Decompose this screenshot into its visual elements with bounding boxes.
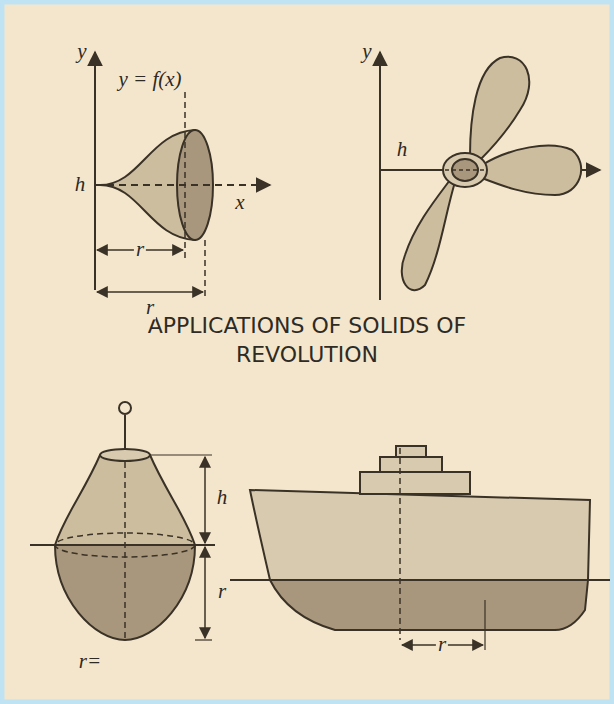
dimension-label: h	[215, 486, 230, 509]
dimension-label: r	[436, 633, 448, 656]
propeller-figure	[380, 52, 600, 300]
axis-label: x	[233, 191, 246, 214]
function-label: y = f(x)	[116, 68, 183, 91]
axis-label: y	[360, 40, 373, 63]
radius-label: r=	[77, 650, 103, 673]
axis-label: y	[75, 40, 88, 63]
buoy-figure	[30, 402, 215, 640]
dimension-label: r	[144, 296, 156, 319]
height-label: h	[395, 138, 410, 161]
ship-figure	[230, 446, 610, 650]
dimension-label: r	[134, 238, 146, 261]
height-label: h	[73, 173, 88, 196]
dimension-label: r	[216, 580, 228, 603]
title: APPLICATIONS OF SOLIDS OF REVOLUTION	[117, 312, 497, 369]
solid-figure	[95, 52, 270, 298]
